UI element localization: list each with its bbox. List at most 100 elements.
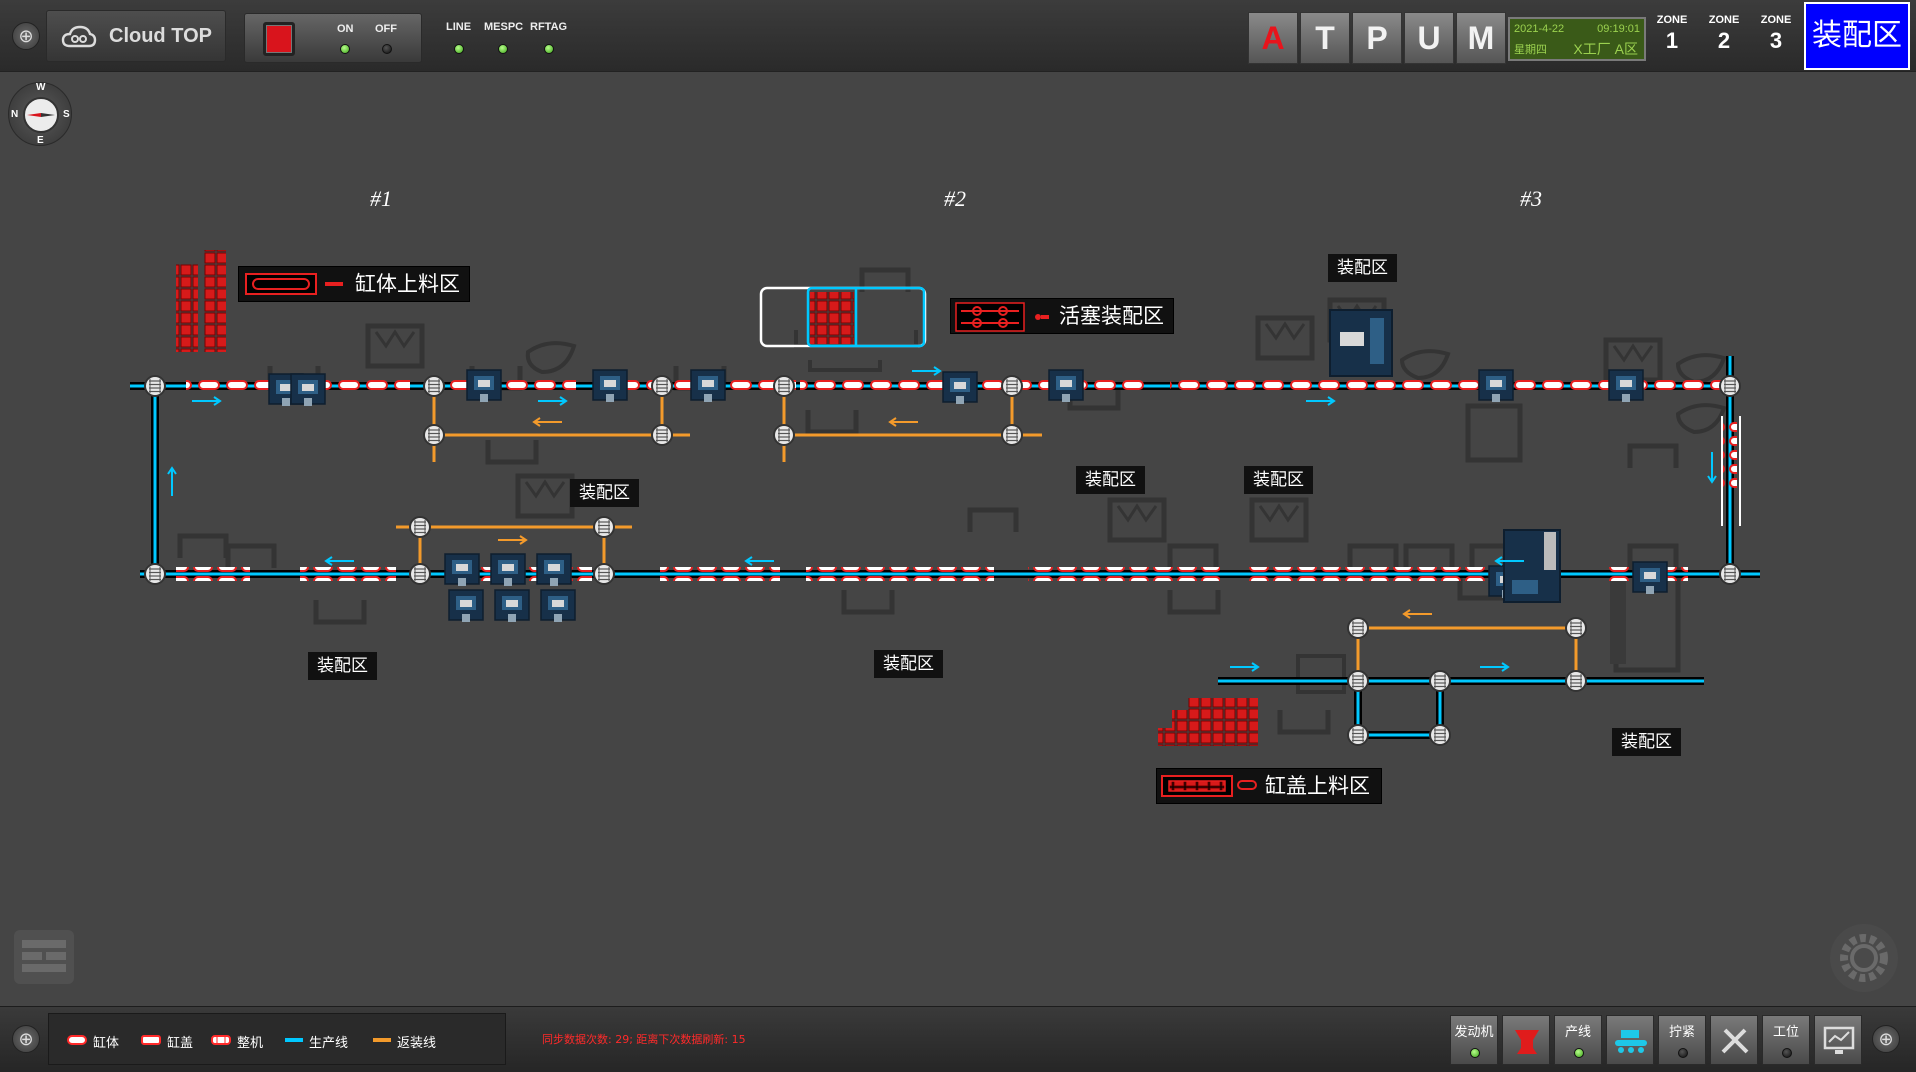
signal-rftag-indicator <box>544 44 554 54</box>
tools-button[interactable] <box>1710 1015 1758 1065</box>
bottom-right-plus-icon[interactable]: ⊕ <box>1872 1025 1900 1053</box>
legend-engine-icon <box>211 1035 231 1045</box>
mode-m-button[interactable]: M <box>1456 12 1506 64</box>
mode-u-button[interactable]: U <box>1404 12 1454 64</box>
red-pump-icon <box>1515 1030 1539 1054</box>
legend-engine-label: 整机 <box>237 1036 264 1051</box>
assembly-area-label-3[interactable]: 装配区 <box>1076 466 1145 494</box>
line-status-label: 产线 <box>1564 1025 1591 1040</box>
return-lines <box>396 386 1578 680</box>
compass-widget: W E N S <box>8 82 72 146</box>
zone-number: 1 <box>1665 28 1679 53</box>
signal-mespc-label: MESPC <box>484 21 524 33</box>
compass-n: N <box>11 109 19 120</box>
cylinder-head-feed-area-label[interactable]: 缸盖上料区 <box>1156 768 1382 804</box>
off-indicator <box>382 44 392 54</box>
assembly-area-label-2[interactable]: 装配区 <box>570 479 639 507</box>
machinery-background <box>180 270 1727 732</box>
zone-2-button[interactable]: ZONE 2 <box>1700 14 1748 54</box>
cloud-icon <box>61 25 97 48</box>
piston-area-label-text: 活塞装配区 <box>1059 304 1164 328</box>
legend-return-line-label: 返装线 <box>397 1036 437 1051</box>
off-label: OFF <box>375 23 397 35</box>
section-header-2: #2 <box>944 186 966 211</box>
legend-return-line-icon <box>373 1038 391 1042</box>
legend-production-line-label: 生产线 <box>309 1036 349 1051</box>
stations <box>268 309 1668 623</box>
brand-logo: Cloud TOP <box>46 10 226 62</box>
zone-label: ZONE <box>1760 14 1792 26</box>
station-status-indicator <box>1782 1048 1792 1058</box>
current-area-title[interactable]: 装配区 <box>1804 2 1910 70</box>
compass-e: E <box>37 135 44 146</box>
wrench-icon <box>1721 1028 1749 1054</box>
signal-rftag-label: RFTAG <box>530 21 568 33</box>
clock-time: 09:19:01 <box>1597 23 1640 35</box>
mode-t-button[interactable]: T <box>1300 12 1350 64</box>
piston-staging <box>759 286 927 348</box>
cylinder-head-feed-label-text: 缸盖上料区 <box>1265 774 1370 798</box>
monitor-button[interactable] <box>1814 1015 1862 1065</box>
conveyor-button[interactable] <box>1606 1015 1654 1065</box>
menu-plus-icon[interactable]: ⊕ <box>12 22 40 50</box>
signal-line-label: LINE <box>446 21 472 33</box>
cylinder-block-icon <box>245 273 317 295</box>
tightening-status-label: 拧紧 <box>1668 1025 1695 1040</box>
parts-on-line <box>176 379 1737 581</box>
legend-cylinder-head-label: 缸盖 <box>167 1036 194 1051</box>
legend-cylinder-block-label: 缸体 <box>93 1036 120 1051</box>
list-panel-icon[interactable] <box>14 930 74 984</box>
clock-factory-zone: X工厂 A区 <box>1573 41 1638 57</box>
tightening-status-button[interactable]: 拧紧 <box>1658 1015 1706 1065</box>
power-panel: ON OFF <box>244 13 422 63</box>
zone-number: 2 <box>1717 28 1731 53</box>
signal-mespc-indicator <box>498 44 508 54</box>
legend-production-line-icon <box>285 1038 303 1042</box>
piston-icon <box>955 302 1025 332</box>
settings-gear-icon[interactable] <box>1830 924 1898 992</box>
engine-status-label: 发动机 <box>1454 1025 1494 1040</box>
piston-assembly-area-label[interactable]: 活塞装配区 <box>950 298 1174 334</box>
engine-status-button[interactable]: 发动机 <box>1450 1015 1498 1065</box>
mode-a-button[interactable]: A <box>1248 12 1298 64</box>
clock-weekday: 星期四 <box>1514 44 1547 56</box>
legend-cylinder-block-icon <box>67 1035 87 1045</box>
on-label: ON <box>337 23 354 35</box>
cylinder-block-feed-label-text: 缸体上料区 <box>355 272 460 296</box>
engine-status-indicator <box>1470 1048 1480 1058</box>
emergency-stop-button[interactable] <box>263 22 295 56</box>
zone-1-button[interactable]: ZONE 1 <box>1648 14 1696 54</box>
section-header-3: #3 <box>1520 186 1542 211</box>
top-bar: ⊕ Cloud TOP ON OFF LINE MESPC RFTAG A T … <box>0 0 1916 72</box>
cylinder-head-icon <box>1161 775 1233 797</box>
feed-racks <box>176 250 1258 746</box>
bottom-bar: ⊕ 缸体 缸盖 整机 生产线 返装线 同步数据次数: 29; 距离下次数据刷新:… <box>0 1006 1916 1072</box>
monitor-icon <box>1823 1026 1855 1054</box>
line-status-indicator <box>1574 1048 1584 1058</box>
zone-number: 3 <box>1769 28 1783 53</box>
assembly-area-label-7[interactable]: 装配区 <box>1612 728 1681 756</box>
bottom-left-plus-icon[interactable]: ⊕ <box>12 1025 40 1053</box>
tightening-status-indicator <box>1678 1048 1688 1058</box>
brand-name: Cloud TOP <box>109 25 212 47</box>
clock-display: 2021-4-22 09:19:01 星期四 X工厂 A区 <box>1508 17 1646 61</box>
mode-p-button[interactable]: P <box>1352 12 1402 64</box>
assembly-area-label-6[interactable]: 装配区 <box>874 650 943 678</box>
zone-label: ZONE <box>1708 14 1740 26</box>
red-pump-button[interactable] <box>1502 1015 1550 1065</box>
assembly-area-label-4[interactable]: 装配区 <box>1244 466 1313 494</box>
on-indicator <box>340 44 350 54</box>
cylinder-block-feed-area-label[interactable]: 缸体上料区 <box>238 266 470 302</box>
station-status-button[interactable]: 工位 <box>1762 1015 1810 1065</box>
compass-w: W <box>36 82 46 93</box>
cylinder-block-dash-icon <box>325 282 343 286</box>
signal-line-indicator <box>454 44 464 54</box>
zone-3-button[interactable]: ZONE 3 <box>1752 14 1800 54</box>
section-header-1: #1 <box>370 186 392 211</box>
flow-arrows <box>167 366 1717 672</box>
assembly-area-label-5[interactable]: 装配区 <box>308 652 377 680</box>
legend-cylinder-head-icon <box>141 1035 161 1045</box>
line-status-button[interactable]: 产线 <box>1554 1015 1602 1065</box>
assembly-area-label-1[interactable]: 装配区 <box>1328 254 1397 282</box>
station-status-label: 工位 <box>1772 1025 1799 1040</box>
